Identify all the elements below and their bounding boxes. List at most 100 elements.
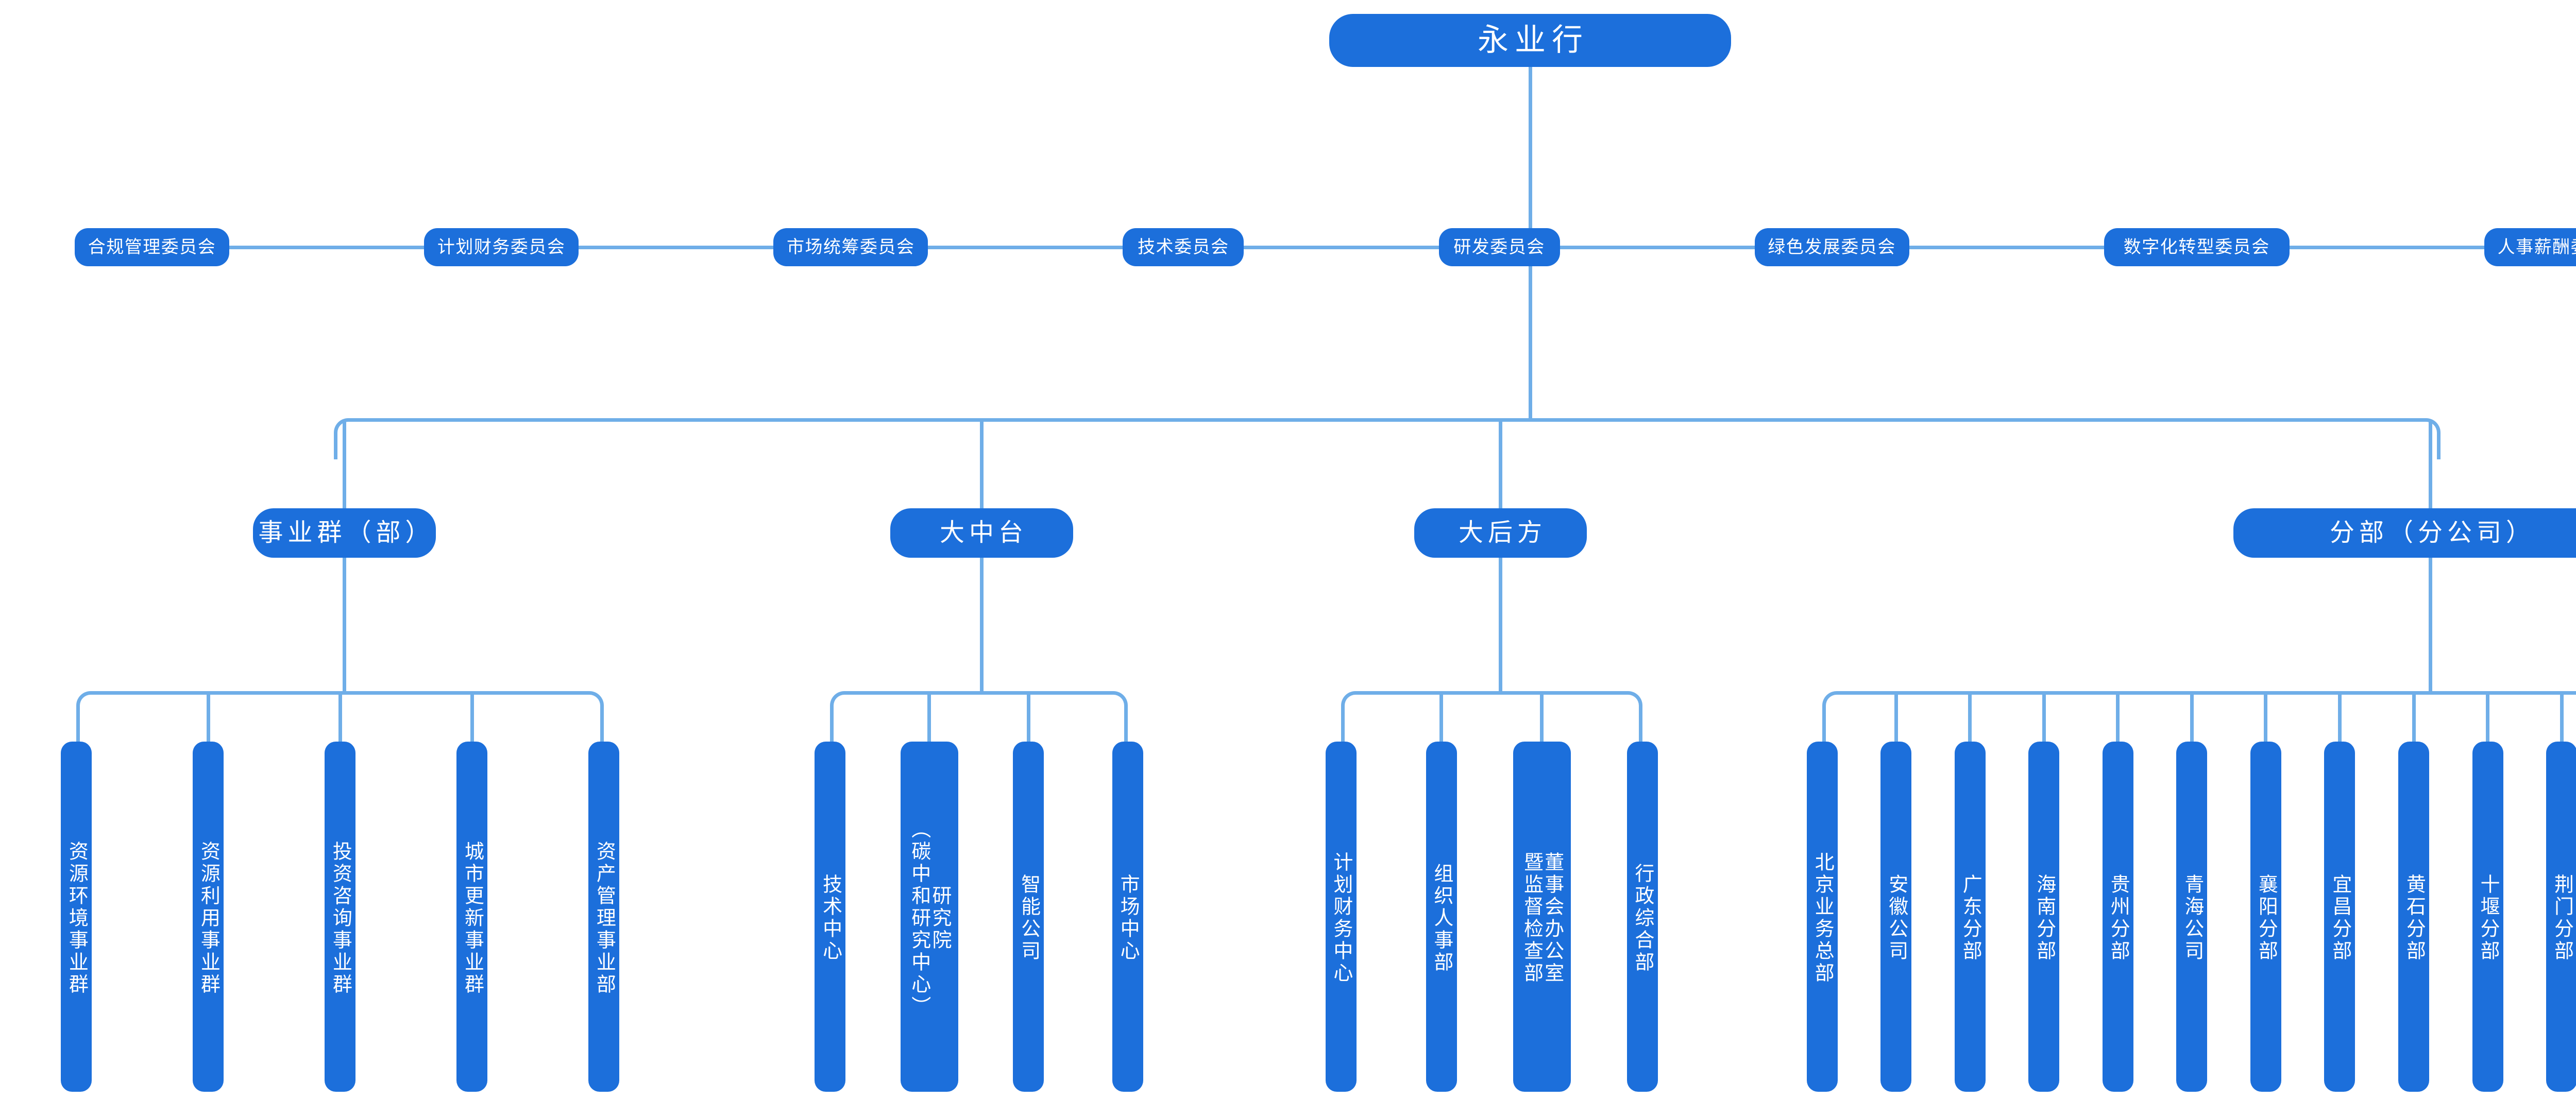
leaf-node-label: 青海公司	[2181, 874, 2203, 963]
leaf-node-0-1[interactable]: 资源利用事业群	[193, 742, 224, 1092]
committee-node-4[interactable]: 研发委员会	[1438, 228, 1560, 266]
committee-node-label: 数字化转型委员会	[2123, 237, 2270, 257]
connector-bus	[1836, 691, 2576, 695]
division-stub-3	[2428, 420, 2432, 508]
leaf-stub	[1026, 693, 1030, 742]
committee-node-label: 计划财务委员会	[437, 237, 566, 257]
leaf-stub	[927, 693, 931, 742]
leaf-node-3-1[interactable]: 安徽公司	[1880, 742, 1912, 1092]
leaf-node-label: 市场中心	[1117, 874, 1139, 963]
committee-link	[1909, 245, 2104, 249]
leaf-stub	[2264, 693, 2268, 742]
division-node-1[interactable]: 大中台	[890, 508, 1073, 558]
committee-node-5[interactable]: 绿色发展委员会	[1754, 228, 1909, 266]
division-stub-2	[1498, 420, 1502, 508]
leaf-node-0-3[interactable]: 城市更新事业群	[456, 742, 487, 1092]
committee-node-7[interactable]: 人事薪酬委员会	[2484, 228, 2576, 266]
committee-node-2[interactable]: 市场统筹委员会	[773, 228, 928, 266]
leaf-node-1-2[interactable]: 智能公司	[1013, 742, 1044, 1092]
leaf-node-3-0[interactable]: 北京业务总部	[1806, 742, 1838, 1092]
connector-elbow	[587, 691, 604, 742]
connector-elbow	[2424, 418, 2441, 459]
connector-bus	[348, 418, 2426, 422]
leaf-node-1-0[interactable]: 技术中心	[815, 742, 846, 1092]
root-node[interactable]: 永业行	[1329, 14, 1731, 67]
division-node-label: 大后方	[1458, 519, 1547, 546]
leaf-node-1-3[interactable]: 市场中心	[1112, 742, 1143, 1092]
leaf-stub	[1540, 693, 1544, 742]
leaf-node-3-7[interactable]: 宜昌分部	[2324, 742, 2355, 1092]
leaf-node-3-10[interactable]: 荆门分部	[2546, 742, 2576, 1092]
leaf-stub	[2560, 693, 2564, 742]
leaf-node-2-2[interactable]: 董事会办公室暨监督检查部	[1513, 742, 1571, 1092]
committee-node-0[interactable]: 合规管理委员会	[75, 228, 229, 266]
committee-node-label: 技术委员会	[1138, 237, 1229, 257]
committee-node-3[interactable]: 技术委员会	[1123, 228, 1244, 266]
committee-node-1[interactable]: 计划财务委员会	[424, 228, 579, 266]
leaf-stub	[2337, 693, 2342, 742]
leaf-node-0-2[interactable]: 投资咨询事业群	[325, 742, 355, 1092]
division-node-label: 事业群（部）	[258, 519, 435, 546]
leaf-node-0-0[interactable]: 资源环境事业群	[61, 742, 92, 1092]
committee-node-label: 市场统筹委员会	[787, 237, 915, 257]
committee-node-label: 人事薪酬委员会	[2497, 237, 2576, 257]
leaf-node-3-4[interactable]: 贵州分部	[2102, 742, 2133, 1092]
leaf-node-0-4[interactable]: 资产管理事业部	[588, 742, 619, 1092]
division-trunk-1	[979, 558, 984, 693]
leaf-node-label: 宜昌分部	[2329, 874, 2351, 963]
leaf-node-3-3[interactable]: 海南分部	[2028, 742, 2060, 1092]
connector-elbow	[334, 418, 350, 459]
connector-elbow	[1822, 691, 1839, 742]
leaf-node-label: 资产管理事业部	[593, 840, 615, 996]
leaf-node-label: 行政综合部	[1631, 863, 1653, 974]
leaf-node-2-0[interactable]: 计划财务中心	[1325, 742, 1357, 1092]
leaf-node-label: 资源环境事业群	[65, 840, 88, 996]
leaf-node-3-6[interactable]: 襄阳分部	[2250, 742, 2281, 1092]
leaf-stub	[2042, 693, 2046, 742]
connector-bus	[1355, 691, 1628, 695]
division-node-2[interactable]: 大后方	[1414, 508, 1587, 558]
division-node-label: 大中台	[939, 519, 1028, 546]
leaf-node-label: 贵州分部	[2107, 874, 2129, 963]
leaf-node-label: 组织人事部	[1430, 863, 1452, 974]
committee-link	[2289, 245, 2484, 249]
leaf-node-label: 董事会办公室	[1541, 852, 1563, 985]
division-node-0[interactable]: 事业群（部）	[252, 508, 436, 558]
leaf-node-label: 海南分部	[2033, 874, 2055, 963]
committee-link	[1560, 245, 1755, 249]
committee-node-label: 合规管理委员会	[88, 237, 216, 257]
leaf-node-3-5[interactable]: 青海公司	[2176, 742, 2208, 1092]
leaf-node-3-2[interactable]: 广东分部	[1954, 742, 1986, 1092]
connector-elbow	[1111, 691, 1128, 742]
division-node-label: 分部（分公司）	[2329, 519, 2535, 546]
root-node-label: 永业行	[1478, 23, 1589, 58]
division-node-3[interactable]: 分部（分公司）	[2233, 508, 2576, 558]
leaf-stub	[2190, 693, 2194, 742]
leaf-stub	[2486, 693, 2490, 742]
leaf-node-3-9[interactable]: 十堰分部	[2472, 742, 2503, 1092]
leaf-stub	[470, 693, 474, 742]
leaf-node-1-1[interactable]: 研究院（碳中和研究中心）	[900, 742, 958, 1092]
committee-link	[1244, 245, 1439, 249]
leaf-node-2-1[interactable]: 组织人事部	[1426, 742, 1457, 1092]
leaf-node-label: 襄阳分部	[2255, 874, 2277, 963]
leaf-stub	[2116, 693, 2120, 742]
leaf-node-label: 荆门分部	[2551, 874, 2573, 963]
leaf-stub	[1894, 693, 1898, 742]
committee-node-6[interactable]: 数字化转型委员会	[2104, 228, 2290, 266]
committee-node-label: 绿色发展委员会	[1768, 237, 1896, 257]
leaf-node-label-secondary: （碳中和研究中心）	[908, 818, 930, 1018]
leaf-node-label-secondary: 暨监督检查部	[1520, 852, 1543, 985]
leaf-node-label: 安徽公司	[1885, 874, 1907, 963]
leaf-stub	[338, 693, 342, 742]
leaf-node-label: 黄石分部	[2403, 874, 2425, 963]
leaf-node-2-3[interactable]: 行政综合部	[1626, 742, 1658, 1092]
division-stub-1	[979, 420, 984, 508]
leaf-stub	[1968, 693, 1972, 742]
leaf-node-label: 技术中心	[819, 874, 841, 963]
leaf-node-label: 智能公司	[1018, 874, 1040, 963]
division-trunk-2	[1498, 558, 1502, 693]
leaf-stub	[2412, 693, 2416, 742]
leaf-node-3-8[interactable]: 黄石分部	[2398, 742, 2429, 1092]
